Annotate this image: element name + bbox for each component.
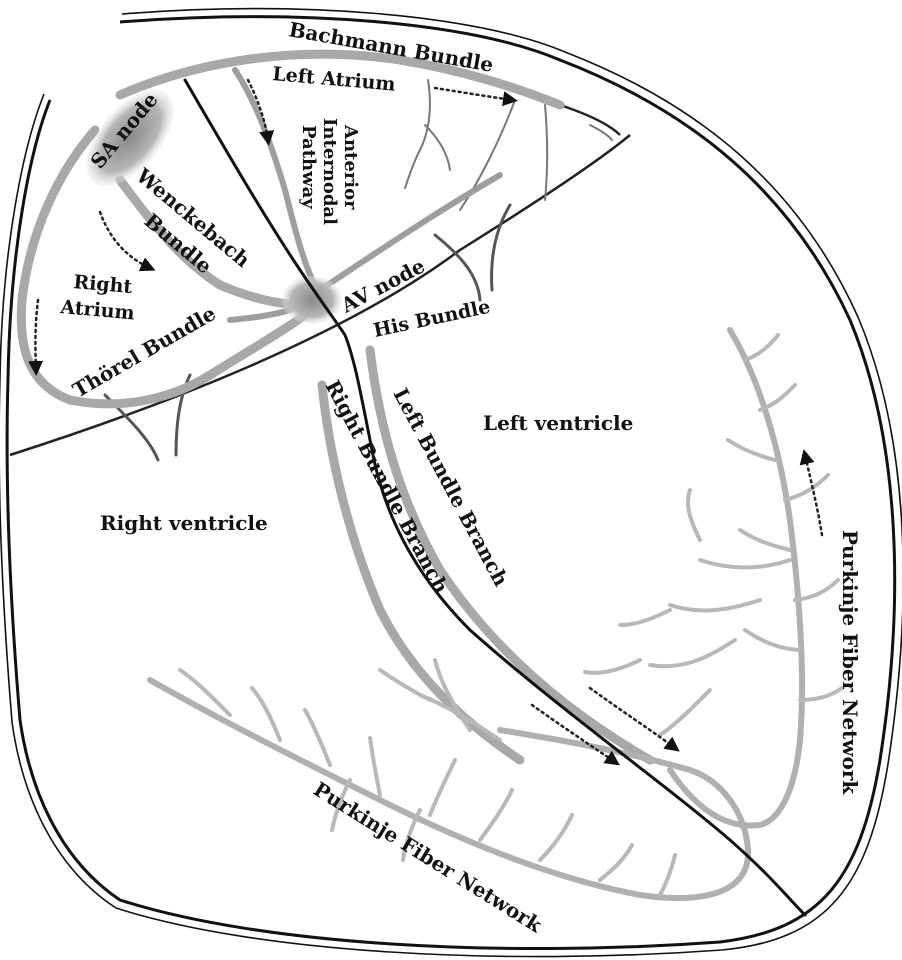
heart-outline xyxy=(0,7,902,958)
atrial-pathways xyxy=(16,49,565,409)
label-purkinje-fiber-network-right: Purkinje Fiber Network xyxy=(838,530,862,795)
label-his-bundle: His Bundle xyxy=(371,296,492,342)
label-av-node: AV node xyxy=(336,253,429,317)
av-node-blob xyxy=(282,276,342,324)
label-left-atrium: Left Atrium xyxy=(272,63,397,96)
label-anterior-internodal-pathway-3: Pathway xyxy=(298,125,319,209)
label-right-atrium-1: Right xyxy=(73,271,134,298)
conduction-line xyxy=(183,78,807,917)
label-right-ventricle: Right ventricle xyxy=(100,511,268,535)
purkinje-network-bottom xyxy=(147,658,752,901)
label-anterior-internodal-pathway-2: Internodal xyxy=(319,118,340,225)
label-left-ventricle: Left ventricle xyxy=(483,411,633,435)
purkinje-network-right xyxy=(583,327,844,829)
label-right-atrium-2: Atrium xyxy=(59,296,136,324)
label-anterior-internodal-pathway-1: Anterior xyxy=(340,124,361,210)
septal-lines xyxy=(9,103,631,457)
direction-arrows xyxy=(28,78,824,766)
sa-node-blob xyxy=(86,89,174,187)
